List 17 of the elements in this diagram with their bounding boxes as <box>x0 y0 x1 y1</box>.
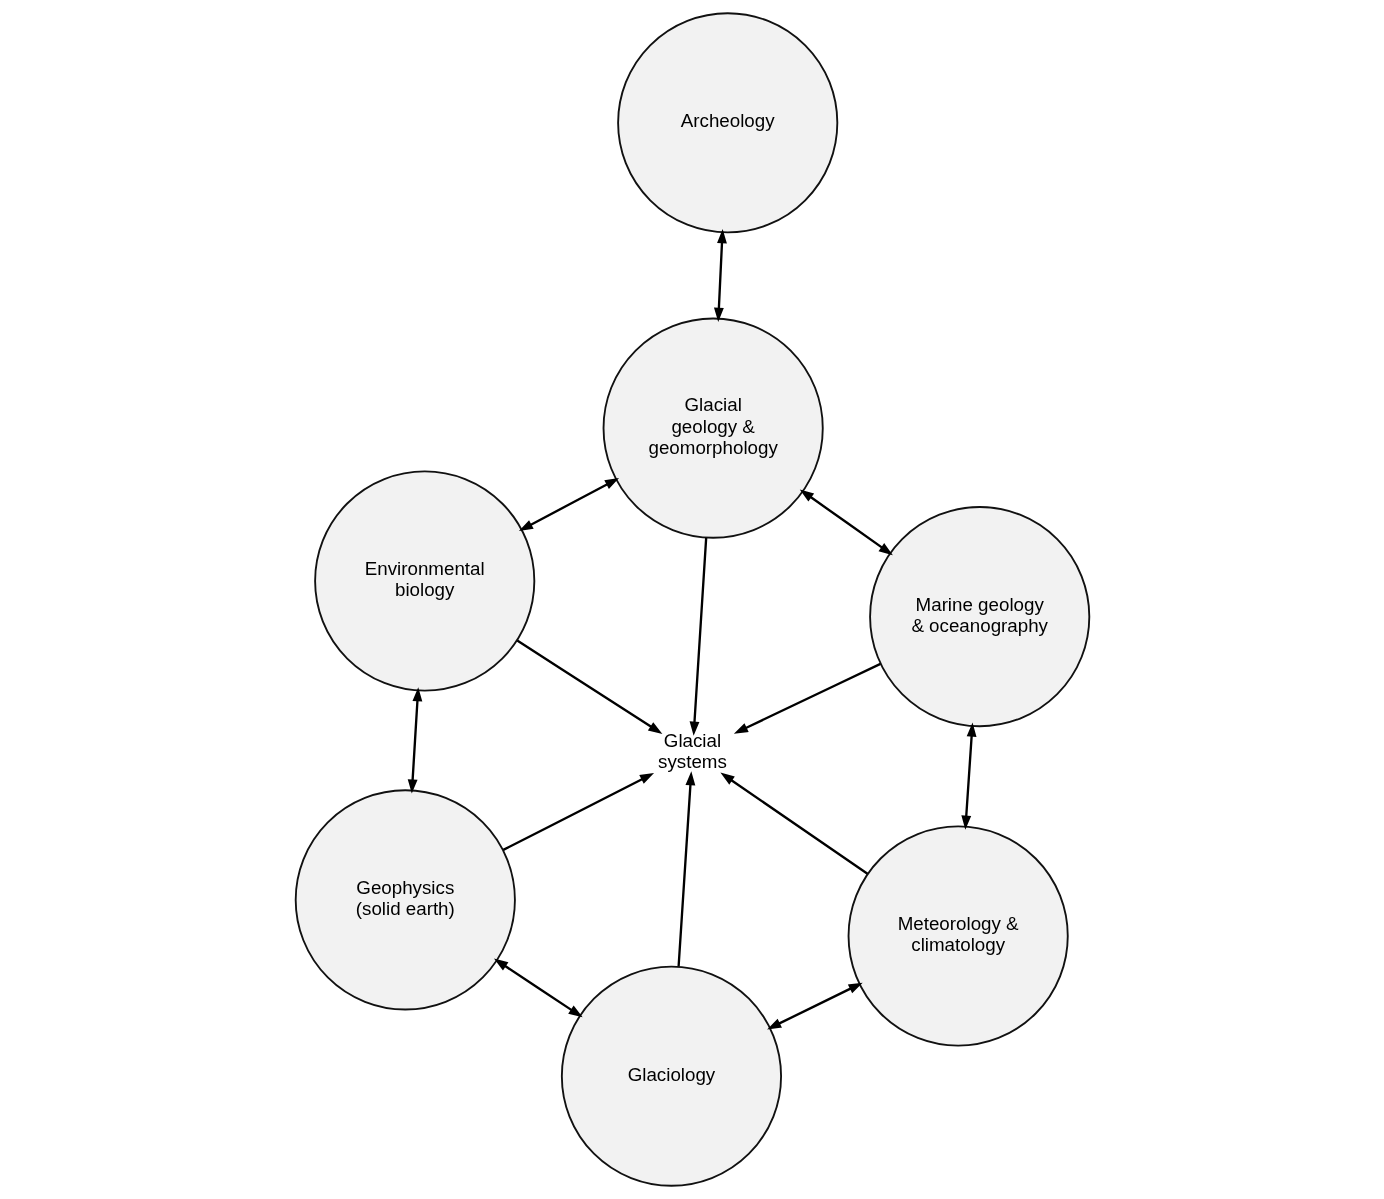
arrow <box>719 772 868 875</box>
arrow <box>766 982 863 1030</box>
arrow <box>518 478 619 532</box>
node-circle: Geophysics (solid earth) <box>294 789 516 1011</box>
arrow <box>493 958 583 1018</box>
node-circle: Marine geology & oceanography <box>868 506 1090 728</box>
arrow <box>502 773 654 851</box>
node-text: Glacial systems <box>657 730 727 773</box>
arrow <box>516 639 662 735</box>
arrow <box>960 722 977 830</box>
arrow <box>689 537 707 736</box>
arrow <box>407 687 422 794</box>
arrow <box>799 489 893 556</box>
node-circle: Archeology <box>616 12 838 234</box>
arrow <box>713 229 727 322</box>
arrow <box>733 662 881 734</box>
arrow <box>676 771 695 967</box>
